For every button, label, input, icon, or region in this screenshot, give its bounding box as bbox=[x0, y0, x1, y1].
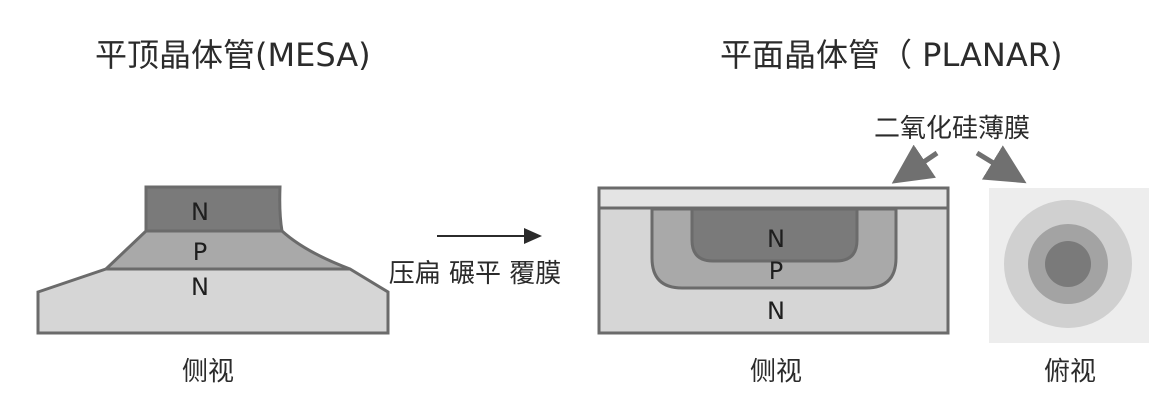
mesa-side-view-label: 侧视 bbox=[182, 357, 234, 387]
planar-top-view-diagram bbox=[989, 188, 1149, 343]
mesa-transistor-diagram: N P N bbox=[36, 185, 390, 335]
planar-p-label: P bbox=[769, 257, 783, 285]
planar-inner-n-region bbox=[690, 207, 859, 263]
mesa-bottom-n-label: N bbox=[191, 273, 209, 301]
mesa-p-label: P bbox=[193, 238, 207, 266]
mesa-title: 平顶晶体管(MESA) bbox=[95, 36, 371, 74]
top-view-inner-n-core bbox=[1045, 241, 1091, 287]
planar-side-view-diagram: N P N bbox=[597, 186, 950, 335]
mesa-top-n-label: N bbox=[191, 198, 209, 226]
film-arrow-right bbox=[975, 145, 1027, 184]
mesa-p-layer bbox=[102, 229, 351, 271]
film-arrow-left bbox=[891, 144, 939, 184]
planar-inner-n-label: N bbox=[767, 225, 785, 253]
planar-oxide-film bbox=[597, 186, 950, 210]
planar-side-view-label: 侧视 bbox=[750, 357, 802, 387]
planar-outer-n-label: N bbox=[767, 297, 785, 325]
planar-title: 平面晶体管（ PLANAR) bbox=[720, 36, 1062, 74]
mesa-bottom-n-layer bbox=[36, 267, 390, 335]
film-label: 二氧化硅薄膜 bbox=[874, 114, 1030, 144]
mesa-top-n-layer bbox=[144, 185, 284, 233]
planar-top-view-label: 俯视 bbox=[1044, 357, 1096, 387]
process-label: 压扁 碾平 覆膜 bbox=[389, 259, 562, 289]
